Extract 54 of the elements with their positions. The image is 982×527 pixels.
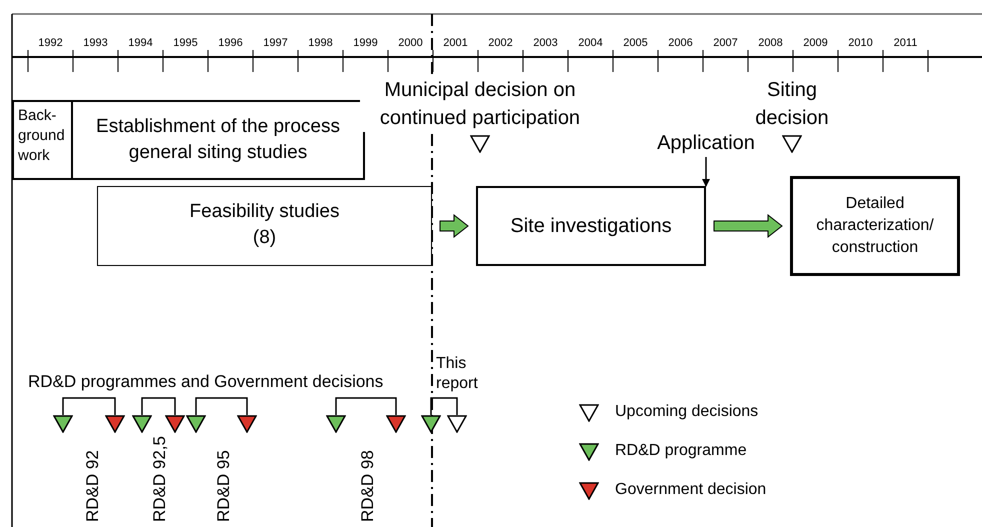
year-label: 2006 — [667, 36, 694, 50]
phase-box: Detailed characterization/ construction — [790, 176, 960, 276]
decision-triangle — [53, 415, 73, 433]
year-label: 2009 — [802, 36, 829, 50]
year-label: 1999 — [352, 36, 379, 50]
year-label: 1994 — [127, 36, 154, 50]
bracket-line — [335, 397, 397, 415]
block-arrow — [714, 214, 783, 238]
programme-label: RD&D 92,5 — [150, 436, 170, 522]
year-label: 2002 — [487, 36, 514, 50]
decision-triangle — [186, 415, 206, 433]
programme-label: RD&D 98 — [358, 450, 378, 522]
programme-label: RD&D 95 — [214, 450, 234, 522]
legend-label: RD&D programme — [615, 441, 747, 461]
year-label: 1997 — [262, 36, 289, 50]
year-label: 2010 — [847, 36, 874, 50]
year-label: 2007 — [712, 36, 739, 50]
year-label: 1996 — [217, 36, 244, 50]
phase-box: Back- ground work — [12, 100, 73, 180]
note-label: This report — [436, 354, 479, 394]
decision-triangle — [326, 415, 346, 433]
block-arrow — [440, 214, 469, 238]
bracket-line — [430, 397, 458, 415]
decision-triangle — [386, 415, 406, 433]
section-heading: RD&D programmes and Government decisions — [28, 371, 384, 393]
phase-box: Site investigations — [476, 186, 706, 266]
arrow — [702, 157, 710, 187]
bracket-line — [62, 397, 116, 415]
year-label: 2008 — [757, 36, 784, 50]
year-label: 2003 — [532, 36, 559, 50]
event-label: Application — [650, 130, 762, 156]
phase-box: Feasibility studies (8) — [97, 186, 432, 266]
decision-triangle — [132, 415, 152, 433]
programme-label: RD&D 92 — [83, 450, 103, 522]
year-label: 1998 — [307, 36, 334, 50]
year-label: 2000 — [397, 36, 424, 50]
legend-label: Government decision — [615, 480, 766, 500]
year-label: 2011 — [892, 36, 918, 50]
year-label: 2001 — [442, 36, 469, 50]
decision-triangle — [165, 415, 185, 433]
decision-triangle — [421, 415, 441, 433]
decision-triangle — [105, 415, 125, 433]
decision-triangle — [447, 415, 467, 433]
year-label: 1995 — [172, 36, 199, 50]
year-label: 1993 — [82, 36, 109, 50]
bracket-line — [195, 397, 248, 415]
bracket-line — [141, 397, 176, 415]
year-label: 2005 — [622, 36, 649, 50]
decision-triangle — [470, 135, 490, 153]
decision-triangle — [237, 415, 257, 433]
legend-label: Upcoming decisions — [615, 402, 758, 422]
decision-triangle — [782, 135, 802, 153]
year-label: 1992 — [37, 36, 64, 50]
year-label: 2004 — [577, 36, 604, 50]
